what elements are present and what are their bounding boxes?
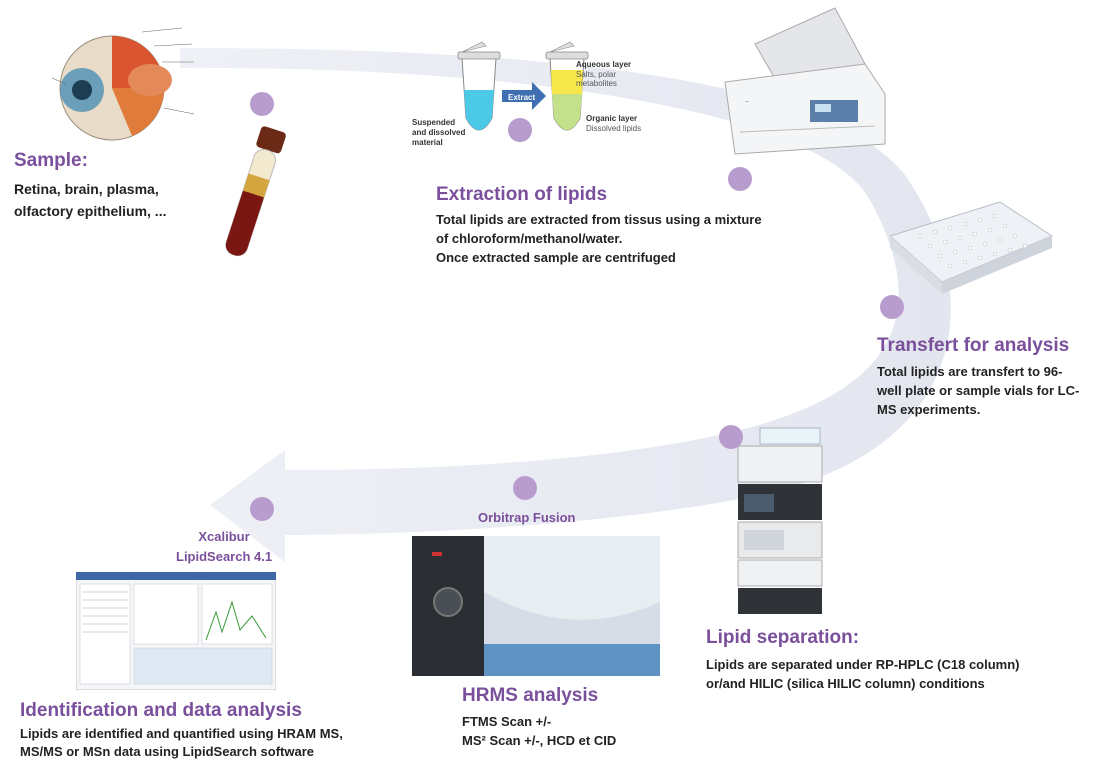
transfer-description: Total lipids are transfert to 96- well p… <box>877 362 1079 419</box>
curved-arrow-band <box>180 48 951 562</box>
sample-description: Retina, brain, plasma, olfactory epithel… <box>14 178 166 222</box>
suspended-label-3: material <box>412 138 443 147</box>
software-lipidsearch: LipidSearch 4.1 <box>176 549 273 564</box>
well-plate-illustration <box>889 201 1054 294</box>
organic-layer-label: Organic layer <box>586 114 638 123</box>
extraction-figure: Extract Aqueous layer Salts, polar metab… <box>400 38 660 153</box>
identification-title: Identification and data analysis <box>20 700 302 721</box>
extraction-line-3: Once extracted sample are centrifuged <box>436 250 676 265</box>
extraction-line-2: of chloroform/methanol/water. <box>436 231 623 246</box>
identification-description: Lipids are identified and quantified usi… <box>20 725 343 761</box>
transfer-title: Transfert for analysis <box>877 335 1070 356</box>
separation-description: Lipids are separated under RP-HPLC (C18 … <box>706 655 1020 693</box>
software-labels: Xcalibur LipidSearch 4.1 <box>176 527 272 567</box>
aqueous-desc-2: metabolites <box>576 79 617 88</box>
step-dot-identification <box>250 497 274 521</box>
hrms-line-1: FTMS Scan +/- <box>462 714 552 729</box>
separation-line-1: Lipids are separated under RP-HPLC (C18 … <box>706 657 1020 672</box>
step-dot-transfer <box>880 295 904 319</box>
step-dot-extraction <box>508 118 532 142</box>
suspended-label-1: Suspended <box>412 118 456 127</box>
transfer-line-2: well plate or sample vials for LC- <box>877 383 1080 398</box>
step-dot-hrms <box>513 476 537 500</box>
hrms-title: HRMS analysis <box>462 685 599 706</box>
suspended-label-2: and dissolved <box>412 128 466 137</box>
lipidsearch-software-screenshot <box>76 572 276 690</box>
extract-arrow-label: Extract <box>508 93 536 102</box>
blood-tube-illustration <box>225 126 286 257</box>
orbitrap-label: Orbitrap Fusion <box>478 510 576 525</box>
extraction-title: Extraction of lipids <box>436 184 608 205</box>
transfer-line-3: MS experiments. <box>877 402 981 417</box>
software-xcalibur: Xcalibur <box>198 529 250 544</box>
separation-title: Lipid separation: <box>706 627 860 648</box>
aqueous-desc-1: Salts, polar <box>576 70 617 79</box>
svg-text:~: ~ <box>745 99 749 106</box>
centrifuge-illustration: ~ <box>724 7 886 155</box>
extraction-description: Total lipids are extracted from tissus u… <box>436 210 762 267</box>
hplc-system-illustration <box>737 427 823 614</box>
extraction-tubes <box>457 41 589 131</box>
transfer-line-1: Total lipids are transfert to 96- <box>877 364 1063 379</box>
separation-line-2: or/and HILIC (silica HILIC column) condi… <box>706 676 985 691</box>
step-dot-sample <box>250 92 274 116</box>
extraction-line-1: Total lipids are extracted from tissus u… <box>436 212 762 227</box>
organic-desc: Dissolved lipids <box>586 124 642 133</box>
aqueous-layer-label: Aqueous layer <box>576 60 632 69</box>
eye-anatomy-illustration <box>51 27 195 141</box>
step-dot-centrifuge <box>728 167 752 191</box>
identification-line-2: MS/MS or MSn data using LipidSearch soft… <box>20 744 314 759</box>
sample-line-1: Retina, brain, plasma, <box>14 181 159 197</box>
identification-line-1: Lipids are identified and quantified usi… <box>20 726 343 741</box>
hrms-description: FTMS Scan +/- MS² Scan +/-, HCD et CID <box>462 712 616 750</box>
sample-title: Sample: <box>14 150 88 171</box>
sample-line-2: olfactory epithelium, ... <box>14 203 167 219</box>
orbitrap-instrument-illustration <box>412 536 660 676</box>
step-dot-separation <box>719 425 743 449</box>
hrms-line-2: MS² Scan +/-, HCD et CID <box>462 733 617 748</box>
